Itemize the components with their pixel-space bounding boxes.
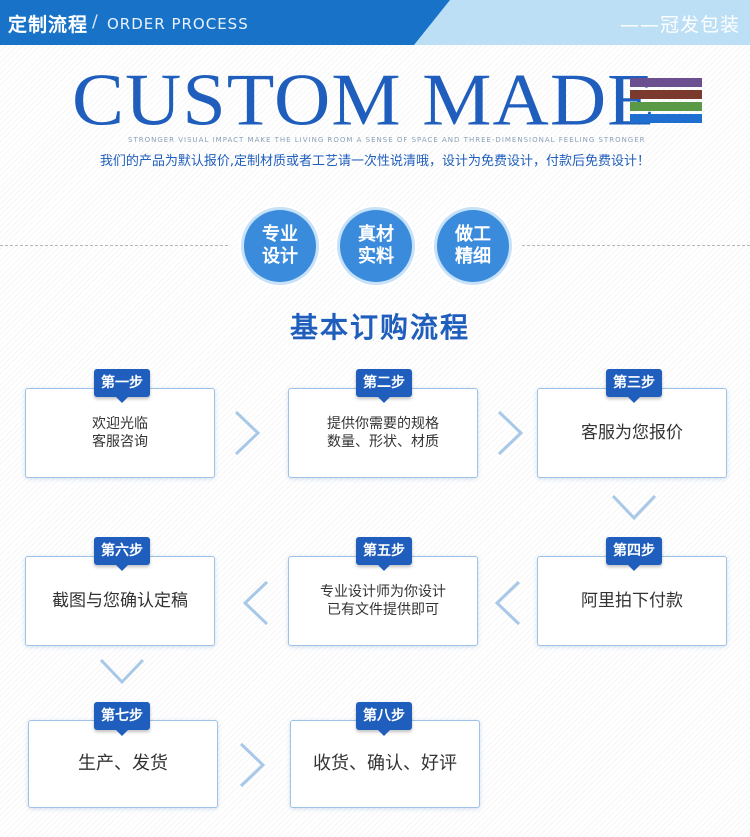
badge-line: 实料 bbox=[358, 246, 394, 267]
badge-fine-workmanship: 做工 精细 bbox=[437, 210, 509, 282]
step-text: 已有文件提供即可 bbox=[327, 602, 439, 618]
badge-line: 真材 bbox=[358, 224, 394, 245]
badge-line: 设计 bbox=[262, 246, 298, 267]
section-title: 基本订购流程 bbox=[289, 311, 470, 344]
step-tag-5: 第五步 bbox=[356, 537, 412, 571]
step-text: 截图与您确认定稿 bbox=[52, 591, 188, 611]
step-box-6: 截图与您确认定稿 bbox=[25, 556, 215, 646]
hero-subtitle-en: STRONGER VISUAL IMPACT MAKE THE LIVING R… bbox=[128, 136, 646, 144]
step-text: 生产、发货 bbox=[78, 753, 168, 774]
chevron-down-icon bbox=[611, 494, 657, 521]
color-strip-brown bbox=[630, 90, 702, 99]
step-text: 提供你需要的规格 bbox=[327, 416, 439, 432]
hero-title: CUSTOM MADE bbox=[72, 58, 656, 141]
step-tag-2: 第二步 bbox=[356, 369, 412, 403]
chevron-right-icon bbox=[239, 742, 266, 788]
header-title-cn: 定制流程 bbox=[8, 14, 89, 36]
chevron-right-icon bbox=[234, 410, 261, 456]
step-text: 客服为您报价 bbox=[581, 423, 683, 443]
color-strip-green bbox=[630, 102, 702, 111]
step-box-1: 欢迎光临客服咨询 bbox=[25, 388, 215, 478]
chevron-left-icon bbox=[242, 580, 269, 626]
step-tag-1: 第一步 bbox=[94, 369, 150, 403]
step-box-2: 提供你需要的规格数量、形状、材质 bbox=[288, 388, 478, 478]
step-tag-6: 第六步 bbox=[94, 537, 150, 571]
badge-line: 做工 bbox=[455, 224, 491, 245]
header-dark-band bbox=[0, 0, 450, 45]
dashed-divider-left bbox=[0, 245, 228, 246]
badge-line: 精细 bbox=[455, 246, 491, 267]
step-tag-7: 第七步 bbox=[94, 702, 150, 736]
step-tag-3: 第三步 bbox=[606, 369, 662, 403]
step-box-5: 专业设计师为你设计已有文件提供即可 bbox=[288, 556, 478, 646]
step-tag-8: 第八步 bbox=[356, 702, 412, 736]
chevron-left-icon bbox=[494, 580, 521, 626]
header-separator: / bbox=[92, 12, 98, 32]
step-text: 专业设计师为你设计 bbox=[320, 584, 446, 600]
chevron-down-icon bbox=[99, 658, 145, 685]
badge-line: 专业 bbox=[262, 224, 298, 245]
step-text: 欢迎光临 bbox=[92, 416, 148, 432]
step-text: 收货、确认、好评 bbox=[313, 753, 457, 774]
dashed-divider-right bbox=[522, 245, 750, 246]
header-title-en: ORDER PROCESS bbox=[107, 15, 249, 33]
color-strip-blue bbox=[630, 114, 702, 123]
step-text: 客服咨询 bbox=[92, 434, 148, 450]
hero-intro: 我们的产品为默认报价,定制材质或者工艺请一次性说清哦，设计为免费设计，付款后免费… bbox=[99, 154, 651, 169]
header-brand: ——冠发包装 bbox=[620, 14, 741, 36]
step-text: 阿里拍下付款 bbox=[581, 591, 683, 611]
badge-professional-design: 专业 设计 bbox=[244, 210, 316, 282]
step-tag-4: 第四步 bbox=[606, 537, 662, 571]
chevron-right-icon bbox=[497, 410, 524, 456]
color-strip-purple bbox=[630, 78, 702, 87]
badge-genuine-materials: 真材 实料 bbox=[340, 210, 412, 282]
step-text: 数量、形状、材质 bbox=[327, 434, 439, 450]
